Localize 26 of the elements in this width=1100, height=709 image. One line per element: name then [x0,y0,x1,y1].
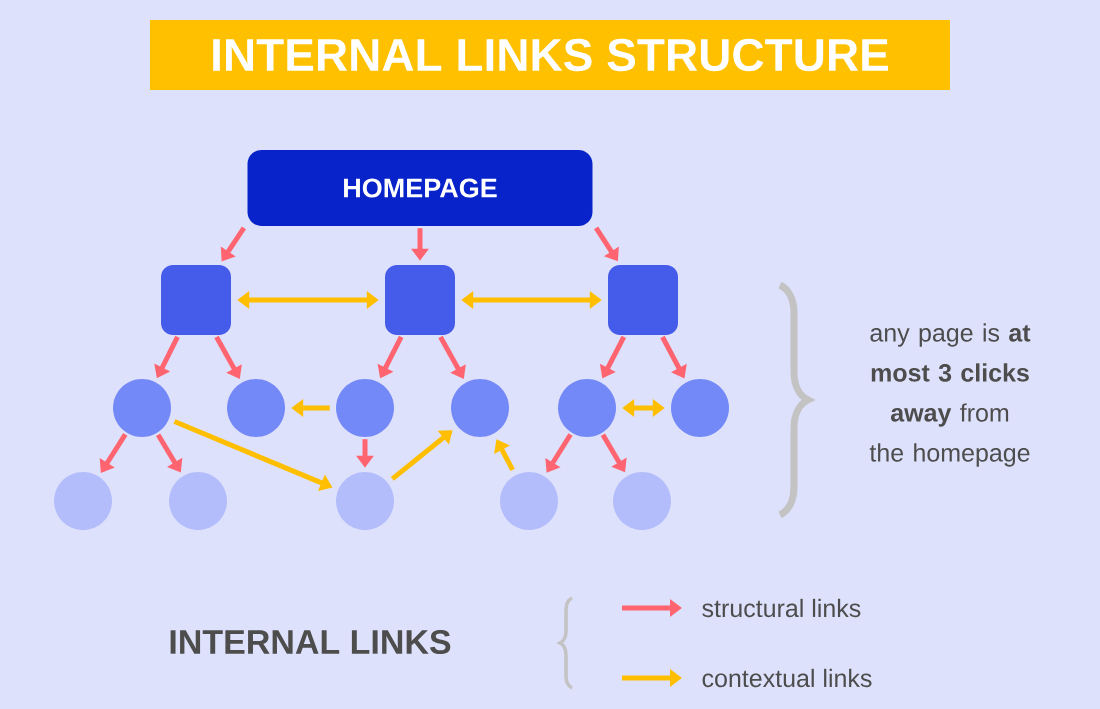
page-square [161,265,231,335]
homepage-box: HOMEPAGE [247,150,593,226]
arrow [545,433,573,473]
legend-heading: INTERNAL LINKS [170,629,451,655]
arrow [99,433,128,473]
page-circle [227,379,285,437]
legend-text: structural links [702,598,861,618]
arrow [390,430,453,481]
page-circle [558,379,616,437]
page-circle [336,472,394,530]
page-circle [500,472,558,530]
page-circle [169,472,227,530]
page-square [385,265,455,335]
arrow [494,439,515,472]
page-circle [113,379,171,437]
title-banner: INTERNAL LINKS STRUCTURE [150,20,950,90]
page-circle [451,379,509,437]
note-text: any page is at most 3 clicks away from the homepage [869,323,1031,467]
legend-text: contextual links [702,668,872,688]
page-square [608,265,678,335]
page-circle [671,379,729,437]
page-circle [613,472,671,530]
page-circle [54,472,112,530]
page-circle [336,379,394,437]
arrow [214,335,242,379]
arrow [438,335,466,379]
